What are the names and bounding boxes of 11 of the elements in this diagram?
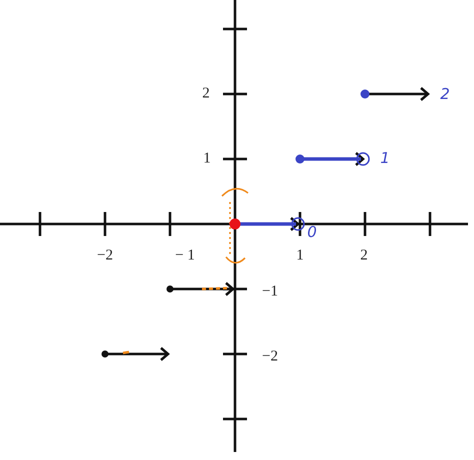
tick-label: 2 (360, 248, 368, 264)
tick-label: − 1 (175, 248, 195, 264)
tick-label: 1 (203, 150, 211, 168)
tick-label: −2 (262, 348, 278, 366)
tick-label: 1 (296, 248, 304, 264)
tick-label: −1 (262, 284, 278, 300)
tick-label: 2 (202, 86, 210, 102)
tick-label: −2 (97, 248, 113, 264)
handwritten-label: 1 (380, 149, 390, 167)
handwritten-label: 0 (307, 223, 317, 241)
handwritten-label: 2 (440, 85, 450, 103)
